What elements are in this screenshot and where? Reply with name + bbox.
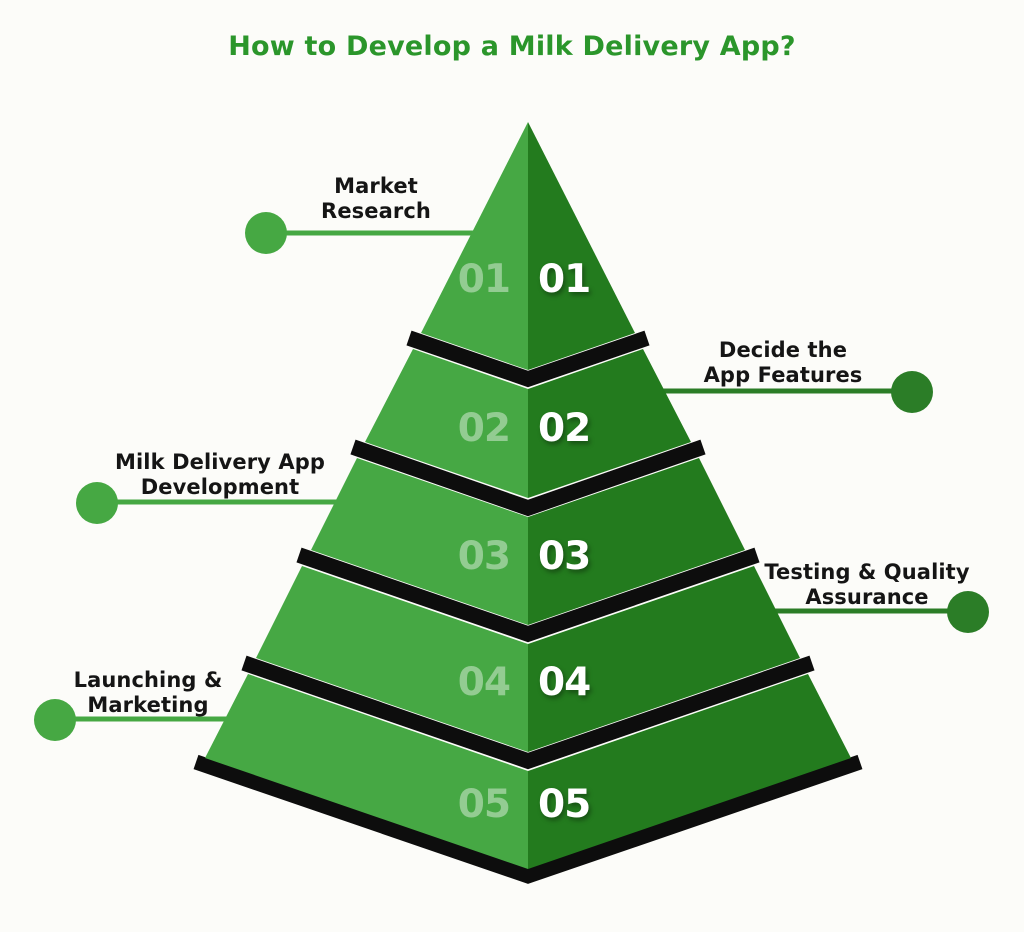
level-5-number-left: 05 <box>457 782 511 827</box>
label-line: Milk Delivery App <box>115 450 325 474</box>
label-line: Research <box>321 199 431 223</box>
label-testing: Testing & Quality Assurance <box>747 560 987 610</box>
level-4-number-left: 04 <box>457 660 511 705</box>
level-1-number-right: 01 <box>538 257 591 302</box>
level-4-left-face <box>256 566 528 752</box>
label-line: Development <box>140 475 300 499</box>
label-app-features: Decide the App Features <box>663 338 903 388</box>
dot-testing <box>947 591 989 633</box>
page-title: How to Develop a Milk Delivery App? <box>228 31 796 62</box>
dot-development <box>76 482 118 524</box>
connector-dots <box>34 212 989 741</box>
level-2-number-left: 02 <box>457 406 511 451</box>
base-band <box>193 754 863 884</box>
band-4 <box>241 655 815 770</box>
level-3-number-left: 03 <box>457 534 511 579</box>
level-1-right-face <box>528 122 635 370</box>
label-line: Assurance <box>805 585 929 609</box>
label-line: App Features <box>703 363 863 387</box>
level-2-left-face <box>365 349 528 498</box>
level-1-left-face <box>421 122 528 370</box>
separator-bands <box>193 330 863 884</box>
level-4-number-right: 04 <box>538 660 591 705</box>
label-line: Marketing <box>87 693 209 717</box>
level-3-right-face <box>528 458 745 625</box>
label-line: Testing & Quality <box>764 560 970 584</box>
level-5-left-face <box>205 674 528 869</box>
label-line: Decide the <box>718 338 848 362</box>
dot-market-research <box>245 212 287 254</box>
label-launching: Launching & Marketing <box>28 668 268 718</box>
level-4-right-face <box>528 566 800 752</box>
label-market-research: Market Research <box>256 174 496 224</box>
label-line: Market <box>334 174 418 198</box>
band-3 <box>296 547 760 643</box>
label-line: Launching & <box>73 668 223 692</box>
band-1 <box>406 330 650 388</box>
band-2 <box>350 439 706 517</box>
level-3-number-right: 03 <box>538 534 591 579</box>
dot-launching <box>34 699 76 741</box>
level-2-number-right: 02 <box>538 406 591 451</box>
level-3-left-face <box>311 458 528 625</box>
dot-app-features <box>891 371 933 413</box>
pyramid-right-faces <box>528 122 851 869</box>
pyramid-left-faces <box>205 122 528 869</box>
connector-lines <box>55 230 968 722</box>
label-development: Milk Delivery App Development <box>100 450 340 500</box>
level-5-number-right: 05 <box>538 782 591 827</box>
level-2-right-face <box>528 349 691 498</box>
level-1-number-left: 01 <box>457 257 511 302</box>
level-5-right-face <box>528 674 851 869</box>
